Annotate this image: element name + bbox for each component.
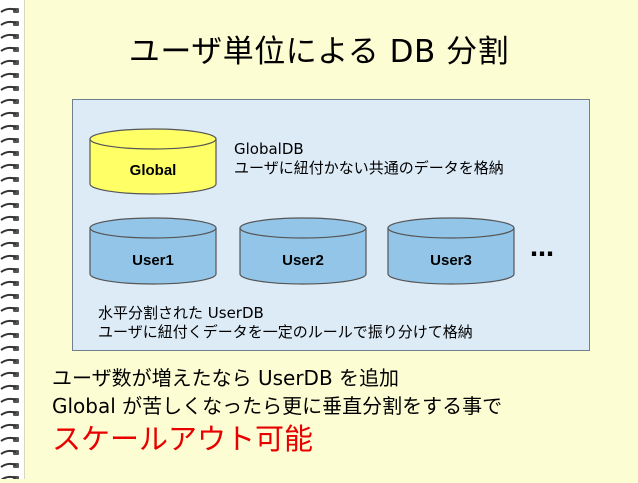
spiral-ring	[0, 423, 17, 429]
spiral-ring	[0, 306, 17, 312]
user-db-note: 水平分割された UserDB ユーザに紐付くデータを一定のルールで振り分けて格納	[98, 304, 473, 342]
spiral-ring	[0, 202, 17, 208]
spiral-rings	[0, 7, 19, 481]
user1-db-label: User1	[132, 252, 174, 269]
global-db-cylinder: Global	[88, 127, 218, 196]
database-icon	[89, 128, 217, 195]
spiral-ring	[0, 319, 17, 325]
user3-db-cylinder: User3	[386, 216, 516, 286]
spiral-ring	[0, 267, 17, 273]
scale-out-highlight: スケールアウト可能	[52, 422, 314, 456]
user3-db-label: User3	[430, 252, 472, 269]
user-db-note-name: 水平分割された UserDB	[98, 304, 264, 322]
spiral-ring	[0, 371, 17, 377]
spiral-ring	[0, 280, 17, 286]
global-db-label: Global	[129, 162, 177, 179]
spiral-ring	[0, 189, 17, 195]
spiral-ring	[0, 59, 17, 65]
spiral-ring	[0, 137, 17, 143]
spiral-ring	[0, 150, 17, 156]
spiral-ring	[0, 436, 17, 442]
spiral-ring	[0, 241, 17, 247]
slide-title: ユーザ単位による DB 分割	[128, 34, 510, 70]
spiral-ring	[0, 384, 17, 390]
spiral-ring	[0, 98, 17, 104]
body-line-2: Global が苦しくなったら更に垂直分割をする事で	[52, 394, 503, 418]
global-db-note-description: ユーザに紐付かない共通のデータを格納	[234, 159, 504, 177]
spiral-ring	[0, 358, 17, 364]
user-db-note-description: ユーザに紐付くデータを一定のルールで振り分けて格納	[98, 323, 473, 341]
user2-db-label: User2	[282, 252, 324, 269]
spiral-ring	[0, 7, 17, 13]
spiral-ring	[0, 228, 17, 234]
spiral-ring	[0, 124, 17, 130]
database-icon	[387, 217, 515, 285]
spiral-ring	[0, 397, 17, 403]
spiral-ring	[0, 410, 17, 416]
body-line-1: ユーザ数が増えたなら UserDB を追加	[52, 366, 400, 390]
global-db-note: GlobalDB ユーザに紐付かない共通のデータを格納	[234, 140, 504, 178]
user2-db-cylinder: User2	[238, 216, 368, 286]
notebook-spiral-binding	[0, 0, 25, 481]
spiral-ring	[0, 46, 17, 52]
spiral-ring	[0, 111, 17, 117]
global-db-note-name: GlobalDB	[234, 140, 304, 158]
spiral-ring	[0, 20, 17, 26]
spiral-ring	[0, 332, 17, 338]
spiral-ring	[0, 462, 17, 468]
user1-db-cylinder: User1	[88, 216, 218, 286]
more-databases-ellipsis: …	[530, 234, 555, 262]
spiral-ring	[0, 163, 17, 169]
spiral-ring	[0, 33, 17, 39]
database-icon	[239, 217, 367, 285]
spiral-ring	[0, 85, 17, 91]
spiral-ring	[0, 254, 17, 260]
spiral-ring	[0, 72, 17, 78]
spiral-ring	[0, 449, 17, 455]
spiral-ring	[0, 345, 17, 351]
spiral-ring	[0, 293, 17, 299]
database-icon	[89, 217, 217, 285]
spiral-ring	[0, 176, 17, 182]
spiral-ring	[0, 215, 17, 221]
